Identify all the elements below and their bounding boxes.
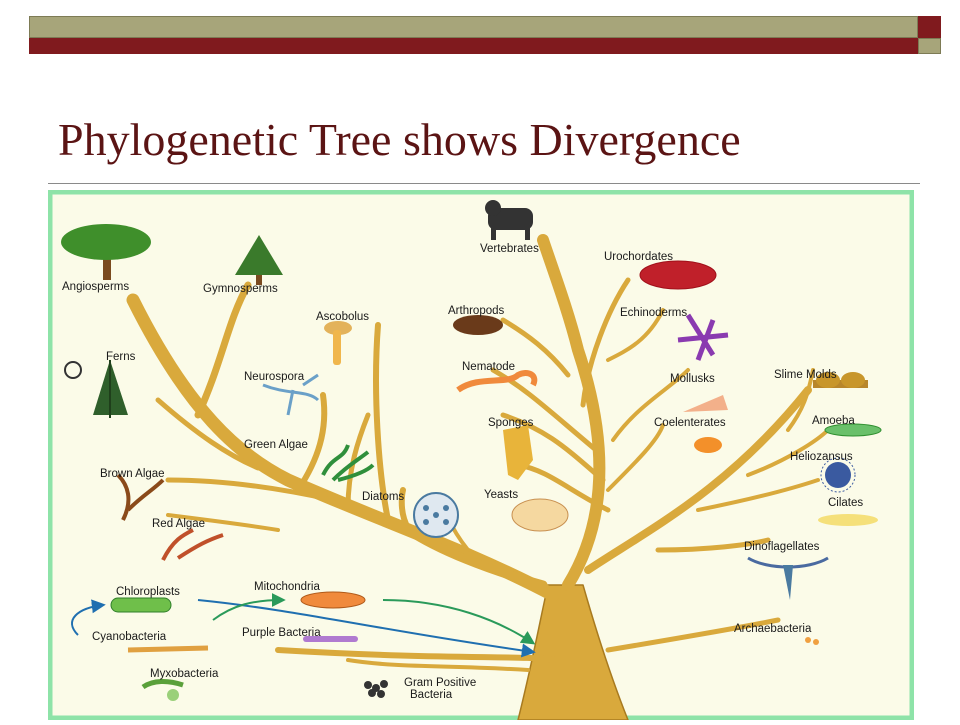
label-red-algae: Red Algae [152,518,205,530]
label-mitochondria: Mitochondria [254,581,320,593]
label-echinoderms: Echinoderms [620,307,687,319]
phylogenetic-tree-diagram: Angiosperms Gymnosperms Ferns Ascobolus … [47,189,915,721]
gram-positive-icon [364,680,388,698]
label-chloroplasts: Chloroplasts [116,586,180,598]
label-urochordates: Urochordates [604,251,673,263]
title-divider [48,183,920,184]
label-slime-molds: Slime Molds [774,369,837,381]
label-sponges: Sponges [488,417,534,429]
label-brown-algae: Brown Algae [100,468,165,480]
purple-bacteria-icon [303,636,358,642]
mitochondria-icon [300,591,366,609]
echinoderm-starfish-icon [677,313,729,361]
myxobacteria-icon [141,679,184,701]
label-ferns: Ferns [106,351,136,363]
archaebacteria-icon [805,637,819,645]
tree-angiosperm-icon [61,224,151,280]
label-gymnosperms: Gymnosperms [203,283,278,295]
ascobolus-icon [324,321,352,365]
ciliate-icon [818,514,878,526]
endosymbiosis-arrows [71,593,536,658]
slime-mold-icon [813,372,868,388]
label-gram-positive: Gram Positive [404,677,476,689]
label-arthropods: Arthropods [448,305,505,317]
amoeba-icon [824,423,882,437]
tree-trunk-and-branches [126,234,830,721]
heliozoan-icon [820,457,856,493]
header-bar-bottom [29,38,918,54]
yeast-icon [511,498,569,532]
label-yeasts: Yeasts [484,489,518,501]
label-coelenterates: Coelenterates [654,417,726,429]
label-ascobolus: Ascobolus [316,311,369,323]
label-diatoms: Diatoms [362,491,404,503]
label-cilates: Cilates [828,497,863,509]
tree-gymnosperm-icon [235,235,283,285]
green-algae-icon [321,444,375,482]
mollusk-icon [683,395,728,412]
label-purple-bacteria: Purple Bacteria [242,627,321,639]
sponge-icon [503,425,533,480]
header-corner-block-red [918,16,941,38]
label-heliozansus: Heliozansus [790,451,853,463]
dinoflagellate-icon [747,556,829,600]
cyanobacteria-icon [127,645,209,653]
coelenterate-icon [694,437,722,453]
neurospora-icon [262,373,320,416]
vertebrate-dog-icon [485,200,533,240]
diagram-frame [47,189,915,721]
label-angiosperms: Angiosperms [62,281,129,293]
arthropod-flea-icon [453,315,503,335]
header-bar-top [29,16,918,38]
label-myxobacteria: Myxobacteria [150,668,219,680]
fern-icon [64,360,128,418]
label-cyanobacteria: Cyanobacteria [92,631,167,643]
label-green-algae: Green Algae [244,439,308,451]
nematode-icon [456,370,538,393]
brown-algae-icon [116,473,165,521]
label-mollusks: Mollusks [670,373,715,385]
taxon-labels: Angiosperms Gymnosperms Ferns Ascobolus … [62,243,863,701]
label-dinoflagellates: Dinoflagellates [744,541,820,553]
urochordate-icon [639,260,717,290]
diatom-icon [413,492,459,538]
label-archaebacteria: Archaebacteria [734,623,812,635]
label-nematode: Nematode [462,361,515,373]
red-algae-icon [161,528,224,561]
label-gram-positive-bacteria: Bacteria [410,689,453,701]
label-vertebrates: Vertebrates [480,243,539,255]
label-amoeba: Amoeba [812,415,855,427]
header-corner-block-olive [918,38,941,54]
label-neurospora: Neurospora [244,371,305,383]
chloroplast-icon [110,597,172,613]
slide-title: Phylogenetic Tree shows Divergence [58,114,741,165]
